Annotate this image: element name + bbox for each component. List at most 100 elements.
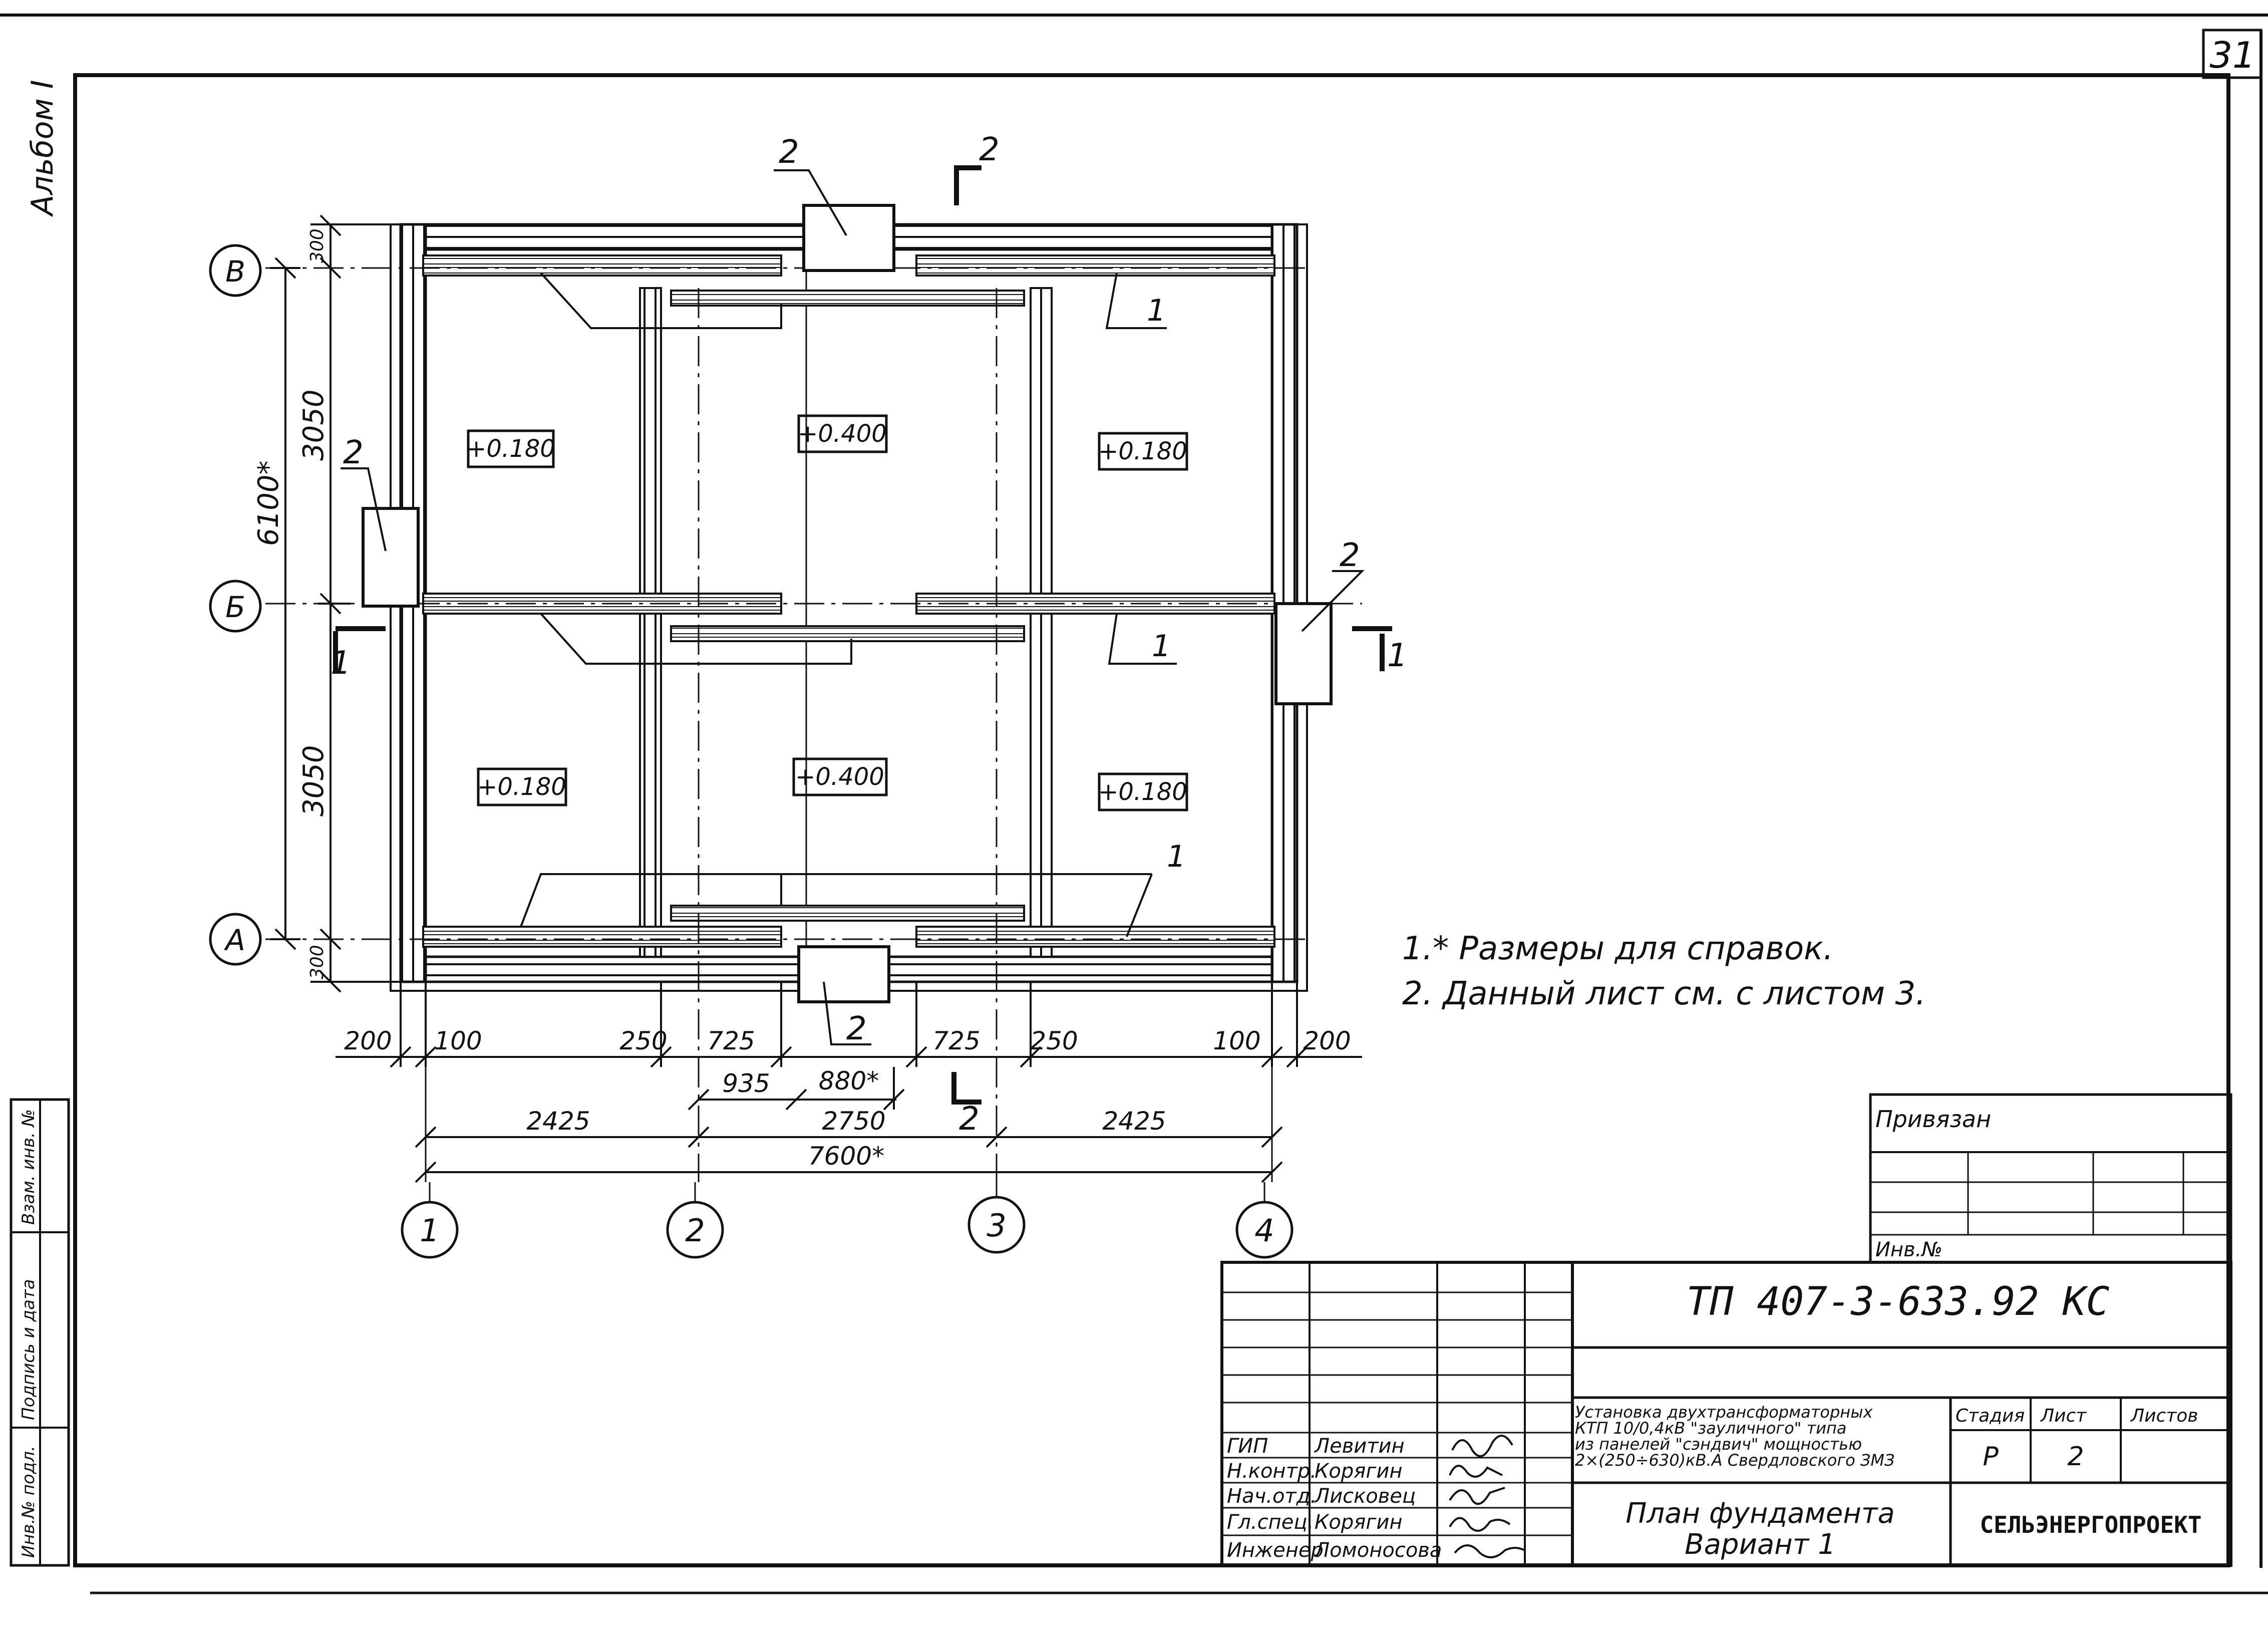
- page-number-box: [2202, 29, 2262, 79]
- level-tag-3: [1098, 432, 1188, 471]
- dim-lower-bay: 3050: [297, 745, 330, 816]
- dim-b1-3: 725: [707, 1026, 755, 1055]
- row-axis-a-label: А: [223, 923, 245, 957]
- row-axis-b: Б: [209, 580, 262, 633]
- sig-name-1: Корягин: [1315, 1460, 1403, 1483]
- side-stamp-sign: Подпись и дата: [19, 1279, 39, 1420]
- dim-b1-1: 100: [434, 1026, 482, 1055]
- level-tag-4: [477, 767, 567, 806]
- row-axis-a: А: [209, 913, 262, 966]
- album-label: Альбом I: [25, 80, 60, 218]
- doc-code: ТП 407-3-633.92 КС: [1686, 1279, 2109, 1324]
- dim-b1-0: 200: [344, 1026, 392, 1055]
- dim-b1-4: 725: [932, 1026, 980, 1055]
- level-text-1: +0.180: [466, 435, 555, 463]
- sheet-title-0: План фундамента: [1626, 1497, 1895, 1530]
- dim-b1-5: 250: [1030, 1026, 1078, 1055]
- row-axis-v: В: [209, 244, 262, 297]
- sig-role-0: ГИП: [1227, 1435, 1268, 1458]
- level-tag-2: [797, 414, 888, 453]
- dim-b1-6: 100: [1213, 1026, 1260, 1055]
- title-block: ГИП Левитин Н.контр. Корягин Нач.отд. Ли…: [1220, 1261, 2232, 1567]
- dim-top-offset: 300: [307, 228, 328, 263]
- foundation-plan: +0.180 +0.400 +0.180 +0.180 +0.400 +0.18…: [209, 131, 1408, 1259]
- beam-bottom-right: [915, 926, 1275, 948]
- level-tag-5: [792, 757, 888, 796]
- post-right: [1274, 602, 1333, 705]
- level-tag-1: [467, 429, 555, 468]
- tie-block-label: Привязан: [1875, 1106, 1991, 1133]
- level-text-5: +0.400: [795, 763, 884, 791]
- dim-b3-1: 2750: [822, 1107, 885, 1136]
- callout-pos2-right: 2: [1340, 537, 1360, 574]
- level-text-4: +0.180: [477, 773, 566, 801]
- sig-role-2: Нач.отд.: [1227, 1485, 1317, 1508]
- note-1: 1.* Размеры для справок.: [1402, 930, 1833, 967]
- project-desc-0: Установка двухтрансформаторных: [1575, 1403, 1873, 1422]
- sheets-header: Листов: [2130, 1406, 2198, 1426]
- tie-block-inv: Инв.№: [1875, 1238, 1942, 1261]
- stage-value: Р: [1983, 1442, 1999, 1472]
- post-bottom: [797, 945, 890, 1003]
- sig-role-1: Н.контр.: [1227, 1460, 1317, 1483]
- side-stamp-replace: Взам. инв. №: [19, 1109, 39, 1225]
- callout-pos2-left: 2: [343, 434, 364, 471]
- dim-b1-2: 250: [619, 1026, 667, 1055]
- sheet-value: 2: [2067, 1442, 2084, 1472]
- leaders-pos1: [520, 272, 1177, 937]
- notes: 1.* Размеры для справок. 2. Данный лист …: [1402, 930, 1926, 1012]
- callout-pos2-bottom: 2: [846, 1010, 867, 1047]
- callout-pos1-mid: 1: [1152, 629, 1171, 664]
- note-2: 2. Данный лист см. с листом 3.: [1402, 975, 1926, 1012]
- vertical-dimension-lines: [270, 214, 401, 993]
- sheet-header: Лист: [2040, 1406, 2087, 1426]
- level-text-2: +0.400: [798, 420, 887, 448]
- level-text-6: +0.180: [1098, 778, 1187, 806]
- sig-role-3: Гл.спец.: [1227, 1511, 1314, 1534]
- dim-bottom-offset: 300: [307, 945, 328, 979]
- leaders-pos2: [341, 169, 1365, 1045]
- col-axis-3-label: 3: [987, 1207, 1006, 1244]
- tie-block: Привязан Инв.№: [1869, 1093, 2232, 1264]
- beam-top-middle: [670, 290, 1025, 307]
- dim-b3-2: 2425: [1102, 1107, 1166, 1136]
- callout-pos2-top: 2: [779, 134, 799, 171]
- sig-name-0: Левитин: [1314, 1435, 1405, 1458]
- project-desc-1: КТП 10/0,4кВ "зауличного" типа: [1575, 1419, 1847, 1438]
- dim-upper-bay: 3050: [297, 389, 330, 461]
- dim-overall-horizontal: 7600*: [808, 1142, 884, 1171]
- row-axis-v-label: В: [225, 254, 245, 289]
- col-axis-2: 2: [666, 1201, 724, 1259]
- col-axis-1: 1: [401, 1201, 459, 1259]
- dim-b3-0: 2425: [526, 1107, 590, 1136]
- section-1-right: 1: [1387, 637, 1408, 674]
- sig-role-4: Инженер: [1227, 1539, 1324, 1562]
- wall-inner-right: [1030, 287, 1053, 958]
- dim-b2-b: 880*: [819, 1066, 879, 1096]
- dim-b1-7: 200: [1303, 1026, 1351, 1055]
- dim-b2-a: 935: [722, 1069, 770, 1098]
- sig-name-3: Корягин: [1315, 1511, 1403, 1534]
- callout-pos1-bottom: 1: [1167, 839, 1186, 874]
- level-tag-6: [1098, 772, 1188, 811]
- sig-name-2: Лисковец: [1314, 1485, 1416, 1508]
- section-markers: [333, 165, 1392, 1105]
- level-text-3: +0.180: [1098, 437, 1187, 465]
- side-stamp: Инв.№ подл. Подпись и дата Взам. инв. №: [10, 1098, 70, 1567]
- section-2-bottom: 2: [959, 1101, 980, 1138]
- dimension-ticks: [390, 1046, 1308, 1183]
- handwritten-signatures: [1449, 1435, 1525, 1558]
- col-axis-2-label: 2: [685, 1212, 705, 1249]
- row-axis-b-label: Б: [225, 590, 245, 624]
- beam-mid-middle: [670, 625, 1025, 642]
- col-axis-4-label: 4: [1254, 1212, 1274, 1249]
- col-axis-4: 4: [1235, 1201, 1293, 1259]
- beam-bottom-left: [422, 926, 782, 948]
- dim-overall-vertical: 6100*: [252, 460, 285, 546]
- page-number: 31: [2209, 34, 2255, 76]
- beam-bottom-middle: [670, 905, 1025, 922]
- section-2-top: 2: [979, 131, 1000, 168]
- post-top: [802, 204, 895, 272]
- side-stamp-inv: Инв.№ подл.: [19, 1446, 39, 1558]
